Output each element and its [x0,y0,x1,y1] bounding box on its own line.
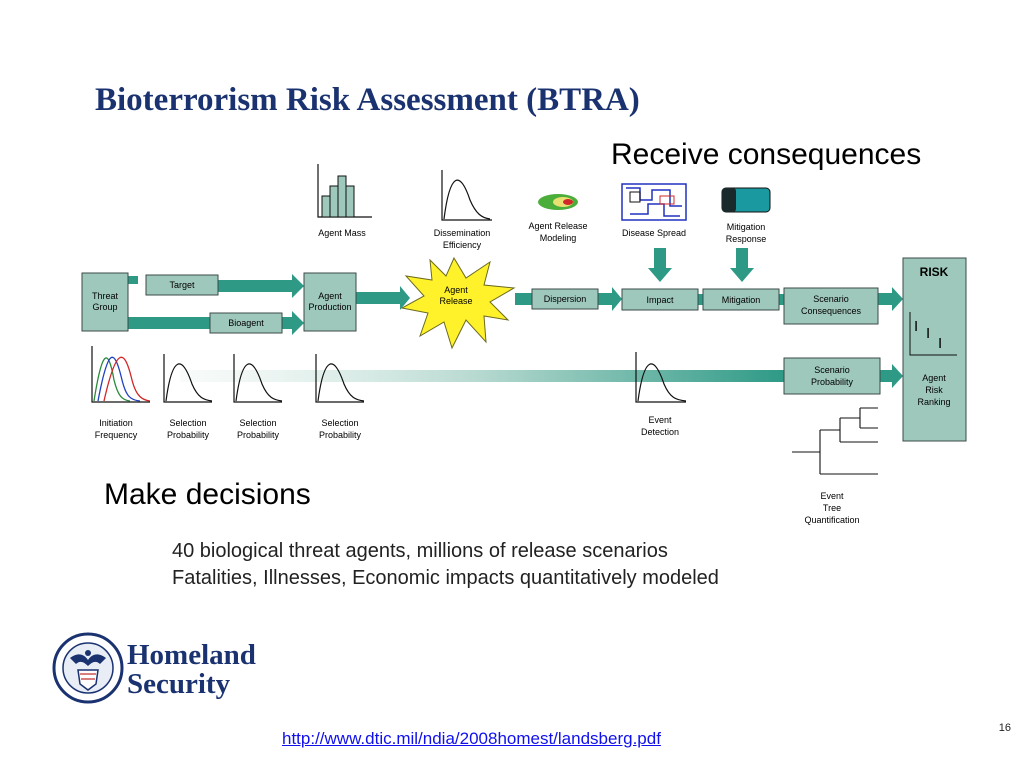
label-event-tree-line2: Tree [823,503,841,513]
bullet-item: Fatalities, Illnesses, Economic impacts … [172,567,719,589]
label-release-modeling-line2: Modeling [540,233,577,243]
arrow-response-to-mitigation [730,248,754,282]
box-agent-production-line2: Production [308,302,351,312]
box-agent-production: Agent Production [303,272,357,332]
arrow-probability-to-risk [880,364,903,388]
risk-bar-glyph-3: I [938,335,942,352]
source-link[interactable]: http://www.dtic.mil/ndia/2008homest/land… [282,729,661,748]
box-scenario-consequences-line1: Scenario [813,294,849,304]
label-selection-1-line2: Probability [167,430,210,440]
arrow-disease-to-impact [648,248,672,282]
selection-probability-curve-icon-2 [233,354,283,403]
box-risk-title: RISK [920,265,949,279]
callout-make-decisions: Make decisions [104,478,311,511]
box-bioagent: Bioagent [209,312,283,334]
box-threat-group: Threat Group [81,272,129,332]
arrow-target-to-production [200,274,304,298]
arrow-release-to-dispersion [515,293,532,305]
label-disease-spread: Disease Spread [622,228,686,238]
box-risk-line3: Ranking [917,397,950,407]
box-agent-production-line1: Agent [318,291,342,301]
slide-title: Bioterrorism Risk Assessment (BTRA) [95,82,640,118]
box-risk-line2: Risk [925,385,943,395]
box-scenario-probability: Scenario Probability [783,357,881,395]
bullet-item: 40 biological threat agents, millions of… [172,540,668,562]
box-risk: RISK I I I Agent Risk Ranking [902,257,967,442]
dissemination-curve-icon [441,170,492,221]
selection-probability-curve-icon-1 [163,354,213,403]
risk-ranking-axes [909,312,957,356]
dhs-logo-line2: Security [127,668,231,700]
label-selection-2-line1: Selection [239,418,276,428]
bullet-list: 40 biological threat agents, millions of… [172,538,719,592]
dhs-seal-icon [52,632,124,704]
label-selection-2-line2: Probability [237,430,280,440]
selection-probability-curve-icon-3 [315,354,365,403]
label-selection-3-line1: Selection [321,418,358,428]
box-threat-group-line1: Threat [92,291,119,301]
arrow-impact-to-mitigation [698,294,703,305]
label-release-modeling-line1: Agent Release [528,221,587,231]
arrow-consequences-to-risk [878,287,903,311]
mitigation-response-icon [721,187,771,213]
box-impact: Impact [621,288,699,311]
label-event-detection-line2: Detection [641,427,679,437]
box-mitigation-label: Mitigation [722,295,761,305]
page-number: 16 [998,722,1011,734]
label-selection-3-line2: Probability [319,430,362,440]
arrow-dispersion-to-impact [598,287,622,311]
arrow-production-to-release [356,286,410,310]
label-initiation-line1: Initiation [99,418,133,428]
arrow-threat-to-bioagent [128,317,210,329]
event-detection-curve-icon [635,352,687,403]
disease-spread-map-icon [621,183,687,221]
star-agent-release-line2: Release [439,296,472,306]
box-target-label: Target [169,280,195,290]
risk-bar-glyph-2: I [926,325,930,342]
box-mitigation: Mitigation [702,288,780,311]
box-dispersion: Dispersion [531,288,599,310]
label-mitigation-response-line1: Mitigation [727,222,766,232]
box-scenario-consequences: Scenario Consequences [783,287,879,325]
label-event-detection-line1: Event [648,415,672,425]
callout-receive-consequences: Receive consequences [611,138,922,171]
box-bioagent-label: Bioagent [228,318,264,328]
event-tree-icon [792,407,878,475]
box-scenario-probability-line1: Scenario [814,365,850,375]
star-agent-release-line1: Agent [444,285,468,295]
box-impact-label: Impact [646,295,674,305]
box-risk-line1: Agent [922,373,946,383]
box-target: Target [145,274,219,296]
lower-flow-band [180,370,784,382]
box-scenario-probability-line2: Probability [811,377,854,387]
agent-release-modeling-icon [538,194,578,210]
label-event-tree-line1: Event [820,491,844,501]
label-agent-mass: Agent Mass [318,228,366,238]
dhs-logo-text: Homeland Security [127,641,256,699]
box-dispersion-label: Dispersion [544,294,587,304]
label-dissemination-line2: Efficiency [443,240,482,250]
label-event-tree-line3: Quantification [804,515,859,525]
label-mitigation-response-line2: Response [726,234,767,244]
star-agent-release: Agent Release [400,256,516,350]
risk-bar-glyph-1: I [914,318,918,335]
initiation-frequency-curves-icon [91,346,151,403]
box-threat-group-line2: Group [92,302,117,312]
dhs-logo-line1: Homeland [127,639,256,671]
arrow-mitigation-to-consequences [779,294,784,305]
label-dissemination-line1: Dissemination [434,228,491,238]
agent-mass-histogram-icon [317,164,372,218]
label-selection-1-line1: Selection [169,418,206,428]
label-initiation-line2: Frequency [95,430,138,440]
box-scenario-consequences-line2: Consequences [801,306,862,316]
arrow-threat-to-target [128,276,138,284]
